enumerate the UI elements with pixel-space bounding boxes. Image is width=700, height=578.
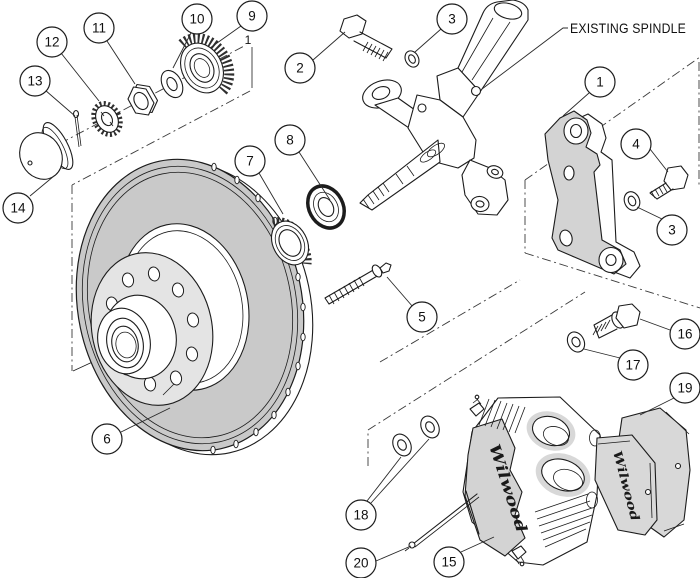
callout-11: 11 [83, 12, 115, 44]
callout-20: 20 [345, 547, 377, 578]
spindle-nut-lock [91, 101, 123, 137]
callout-8: 8 [274, 124, 306, 156]
caliper-fins-top [478, 398, 526, 434]
caliper: Wilwood [462, 394, 601, 567]
callout-3-upper: 3 [436, 3, 468, 35]
svg-text:16: 16 [677, 327, 692, 342]
callout-5: 5 [406, 301, 438, 333]
svg-text:7: 7 [246, 154, 254, 169]
brake-pads: Wilwood [594, 407, 691, 538]
washer-upper [404, 50, 420, 68]
caliper-bolt [592, 303, 641, 339]
svg-text:13: 13 [27, 74, 42, 89]
washer-bracket [623, 191, 641, 211]
svg-text:1: 1 [596, 75, 604, 90]
spindle-washer [160, 69, 184, 99]
dust-cap [19, 122, 74, 180]
bleed-screw-top [469, 394, 485, 417]
grease-seal [306, 184, 346, 230]
svg-text:20: 20 [353, 556, 368, 571]
bleed-screw-bottom [511, 545, 527, 567]
svg-text:10: 10 [189, 12, 204, 27]
caliper-fins-bottom [534, 493, 593, 548]
callout-14: 14 [2, 192, 34, 224]
spindle [359, 0, 529, 216]
svg-text:14: 14 [10, 201, 26, 216]
svg-text:6: 6 [103, 432, 111, 447]
callout-9: 9 [236, 0, 268, 32]
caliper-washer [566, 331, 586, 353]
callout-19: 19 [669, 372, 700, 404]
callout-3-right: 3 [656, 214, 688, 246]
pad-retainer-pin [404, 490, 480, 552]
svg-text:19: 19 [677, 381, 692, 396]
inner-bearing [270, 217, 312, 266]
leader-lines [29, 25, 675, 562]
rotor-hub-assembly [75, 158, 314, 456]
spindle-nut [127, 83, 159, 116]
svg-text:9: 9 [248, 9, 256, 24]
callout-6: 6 [91, 423, 123, 455]
caliper-outboard-face [464, 418, 526, 557]
caliper-bracket [544, 110, 641, 279]
callout-7: 7 [234, 145, 266, 177]
svg-text:5: 5 [418, 310, 426, 325]
hub-stud [324, 262, 392, 305]
svg-text:3: 3 [448, 12, 456, 27]
callout-18: 18 [345, 499, 377, 531]
svg-text:15: 15 [441, 555, 456, 570]
callout-4: 4 [620, 128, 652, 160]
pad-outboard [594, 434, 658, 536]
callout-2: 2 [284, 52, 316, 84]
callout-17: 17 [617, 349, 649, 381]
svg-text:18: 18 [353, 508, 368, 523]
callout-16: 16 [669, 318, 700, 350]
svg-text:3: 3 [668, 223, 676, 238]
svg-text:12: 12 [44, 35, 59, 50]
existing-spindle-label: EXISTING SPINDLE [570, 20, 686, 36]
bracket-bolt [649, 165, 689, 200]
callout-10: 10 [181, 3, 213, 35]
callout-1: 1 [584, 66, 616, 98]
svg-text:17: 17 [625, 358, 640, 373]
svg-text:11: 11 [92, 21, 106, 36]
axis-label: 1 [245, 33, 252, 47]
spindle-bolt-upper [339, 14, 393, 62]
svg-text:8: 8 [286, 133, 294, 148]
outer-bearing [178, 33, 235, 96]
svg-text:4: 4 [632, 137, 640, 152]
callout-15: 15 [433, 546, 465, 578]
shim-washers [392, 415, 440, 457]
svg-text:2: 2 [296, 61, 304, 76]
callout-12: 12 [36, 26, 68, 58]
callout-13: 13 [19, 65, 51, 97]
